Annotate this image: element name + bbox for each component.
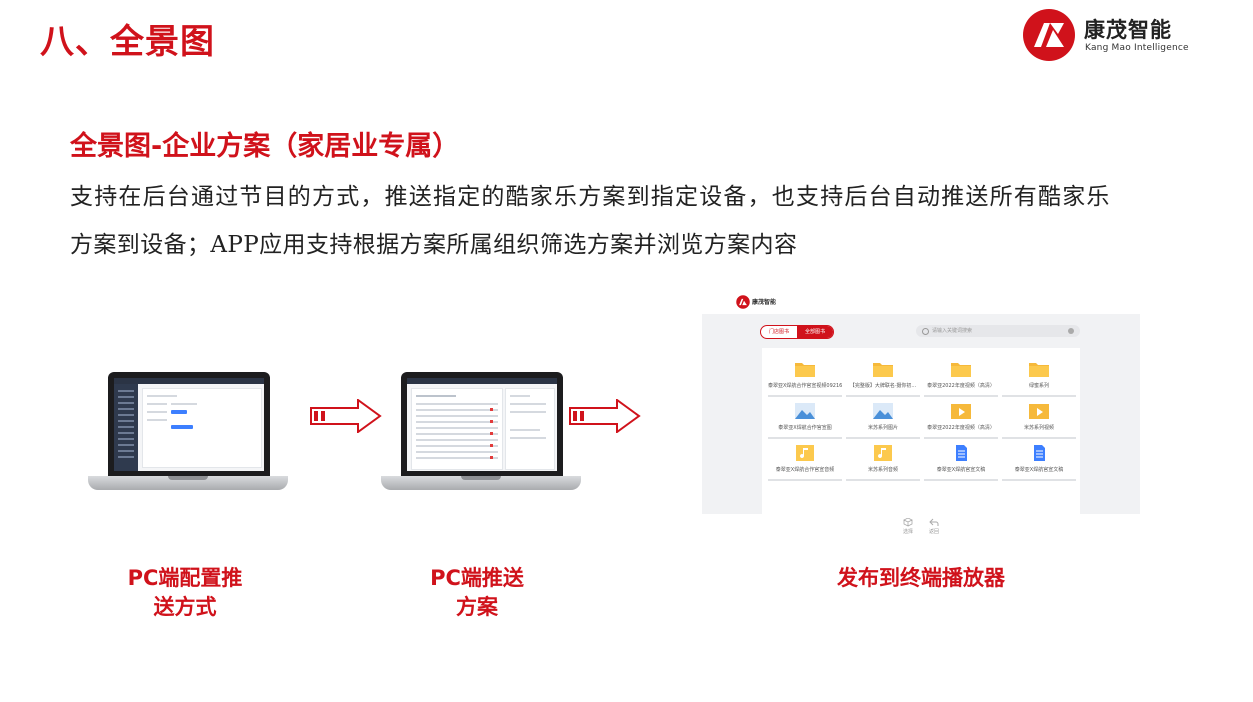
caption-publish-terminal: 发布到终端播放器 [837,566,1005,590]
laptop-lid [401,372,563,476]
logo-chinese-text: 康茂智能 [1084,18,1172,42]
clear-icon[interactable] [1068,328,1074,334]
grid-item[interactable]: 泰翠亚2022年度视频（高清） [924,360,998,400]
screen-form-card [142,388,262,468]
grid-item[interactable]: 【完整版】大牌联名·摄你初... [846,360,920,400]
player-search-input[interactable]: 请输入关键词搜索 [916,325,1080,337]
folder-icon [951,363,971,377]
tab-store-books[interactable]: 门店图书 [768,329,789,335]
audio-icon [796,445,814,461]
player-content-grid: 泰翠亚X焊航合作官宣视频09216 【完整版】大牌联名·摄你初... 泰翠亚20… [762,348,1080,514]
video-icon [1029,404,1049,419]
grid-item[interactable]: 泰翠亚X焊航官宣文稿 [1002,444,1076,484]
right-arrow-icon [569,399,641,433]
grid-item[interactable]: 米苏系列图片 [846,402,920,442]
logo-english-text: Kang Mao Intelligence [1085,43,1189,53]
player-brand: 康茂智能 [752,299,777,306]
laptop-pc-push [381,372,581,502]
tab-all-books[interactable]: 全部图书 [797,326,833,338]
terminal-player-screenshot: 康茂智能 门店图书 全部图书 请输入关键词搜索 泰翠亚X焊航合作官宣视频0921… [702,290,1140,548]
doc-icon [1034,445,1045,461]
folder-icon [1029,363,1049,377]
grid-item[interactable]: 泰翠亚2022年度视频（高清） [924,402,998,442]
select-icon [903,518,913,527]
laptop-base [88,476,288,490]
grid-item[interactable]: 绿蜜系列 [1002,360,1076,400]
screen-side-panel [505,388,555,470]
slide-title: 八、全景图 [40,22,215,62]
doc-icon [956,445,967,461]
laptop-lid [108,372,270,476]
folder-icon [873,363,893,377]
video-icon [951,404,971,419]
back-button[interactable]: 返回 [926,518,942,538]
logo-mark-icon [1023,9,1075,61]
laptop-base [381,476,581,490]
laptop-screen-push [407,378,557,471]
screen-table-card [411,388,503,470]
image-icon [873,403,893,419]
select-button[interactable]: 选择 [900,518,916,538]
player-logo-icon [736,295,750,309]
screen-sidebar [114,384,138,471]
laptop-pc-config [88,372,288,502]
image-icon [795,403,815,419]
description-line-2: 方案到设备；APP应用支持根据方案所属组织筛选方案并浏览方案内容 [70,232,798,258]
description-line-1: 支持在后台通过节目的方式，推送指定的酷家乐方案到指定设备，也支持后台自动推送所有… [70,184,1111,210]
grid-item[interactable]: 米苏系列视频 [1002,402,1076,442]
audio-icon [874,445,892,461]
grid-item[interactable]: 米苏系列音频 [846,444,920,484]
right-arrow-icon [310,399,382,433]
grid-item[interactable]: 泰翠亚X焊航官宣文稿 [924,444,998,484]
laptop-screen-config [114,378,264,471]
section-heading: 全景图-企业方案（家居业专属） [70,131,460,162]
caption-pc-config: PC端配置推 送方式 [127,566,243,619]
back-arrow-icon [929,518,939,526]
grid-item[interactable]: 泰翠亚X焊航合作官宣视频09216 [768,360,842,400]
folder-icon [795,363,815,377]
grid-item[interactable]: 泰翠亚X焊航合作官宣音频 [768,444,842,484]
caption-pc-push: PC端推送 方案 [430,566,524,619]
player-tab-group: 门店图书 全部图书 [760,325,834,339]
company-logo: 康茂智能 Kang Mao Intelligence [1022,8,1222,61]
grid-item[interactable]: 泰翠亚X焊航合作官宣图 [768,402,842,442]
search-icon [922,328,929,335]
search-placeholder: 请输入关键词搜索 [932,328,973,334]
